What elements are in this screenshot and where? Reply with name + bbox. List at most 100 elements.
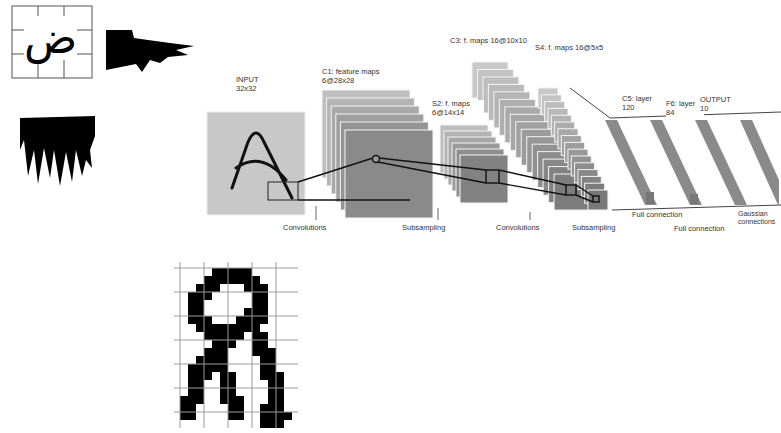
pixel xyxy=(196,308,204,316)
pixel xyxy=(276,396,284,404)
pixel xyxy=(276,404,284,412)
pixel xyxy=(236,396,244,404)
pixel xyxy=(188,412,196,420)
pixel xyxy=(260,348,268,356)
pixel xyxy=(236,404,244,412)
pixel xyxy=(220,276,228,284)
pixel xyxy=(236,268,244,276)
pixel xyxy=(276,372,284,380)
feature-map-stack xyxy=(322,90,433,218)
operation-label: Gaussian connections xyxy=(738,210,778,226)
pixel xyxy=(284,412,292,420)
operation-label: Full connection xyxy=(632,211,682,220)
pixel xyxy=(220,396,228,404)
layer-label: C1: feature maps 6@28x28 xyxy=(322,68,392,85)
operation-label: Convolutions xyxy=(283,224,326,233)
grid-line xyxy=(276,262,277,428)
pixel xyxy=(188,364,196,372)
pixel xyxy=(196,388,204,396)
pixel xyxy=(220,348,228,356)
pixel xyxy=(196,292,204,300)
pixel xyxy=(252,292,260,300)
pixel xyxy=(260,356,268,364)
stroke-blob xyxy=(20,116,95,186)
pixel xyxy=(244,316,252,324)
pixel xyxy=(212,348,220,356)
pixel xyxy=(252,276,260,284)
pixel xyxy=(188,300,196,308)
grid-line xyxy=(204,262,205,428)
pixel xyxy=(196,284,204,292)
pixel xyxy=(260,420,268,428)
pixel xyxy=(212,364,220,372)
input-plane xyxy=(207,112,305,215)
pixel xyxy=(260,340,268,348)
input-letter xyxy=(232,133,292,198)
pixel xyxy=(212,268,220,276)
grid-line xyxy=(174,268,298,269)
pixel xyxy=(260,292,268,300)
pixel xyxy=(260,372,268,380)
pixel xyxy=(188,292,196,300)
pixel xyxy=(244,308,252,316)
pixel xyxy=(228,372,236,380)
pixel xyxy=(268,396,276,404)
feature-map xyxy=(588,190,608,210)
pixel xyxy=(196,316,204,324)
pixel-character xyxy=(174,262,298,428)
grid-line xyxy=(174,364,298,365)
pixel xyxy=(196,324,204,332)
pixel xyxy=(252,332,260,340)
pixel xyxy=(204,356,212,364)
pixel xyxy=(204,324,212,332)
stroke-blob xyxy=(106,30,194,72)
pixel xyxy=(244,276,252,284)
grid-line xyxy=(174,412,298,413)
pixel xyxy=(228,324,236,332)
pixel xyxy=(204,284,212,292)
pixel xyxy=(228,276,236,284)
pixel xyxy=(276,412,284,420)
pixel xyxy=(196,380,204,388)
pixel xyxy=(188,388,196,396)
pixel xyxy=(212,324,220,332)
pixel xyxy=(212,276,220,284)
pixel xyxy=(212,332,220,340)
pixel xyxy=(188,372,196,380)
feature-map-stack xyxy=(472,62,590,210)
pixel xyxy=(268,380,276,388)
pixel xyxy=(180,412,188,420)
pixel xyxy=(268,420,276,428)
pixel xyxy=(228,388,236,396)
pixel xyxy=(204,332,212,340)
grid-line xyxy=(174,340,298,341)
feature-map xyxy=(345,130,433,218)
pixel xyxy=(204,348,212,356)
pixel xyxy=(228,380,236,388)
pixel xyxy=(220,324,228,332)
operation-label: Convolutions xyxy=(496,224,539,233)
pixel xyxy=(252,324,260,332)
pixel xyxy=(276,380,284,388)
grid-line xyxy=(180,262,181,428)
pixel xyxy=(220,340,228,348)
receptive-field xyxy=(268,182,298,200)
layer-label: F6: layer 84 xyxy=(666,100,704,117)
pixel xyxy=(188,308,196,316)
pixel xyxy=(236,316,244,324)
pixel xyxy=(180,404,188,412)
grid-line xyxy=(174,388,298,389)
connection-bands xyxy=(570,88,781,210)
pixel xyxy=(196,300,204,308)
pixel xyxy=(220,268,228,276)
operation-label: Full connection xyxy=(674,225,724,234)
pixel xyxy=(220,388,228,396)
pixel xyxy=(220,332,228,340)
pixel xyxy=(276,420,284,428)
pixel xyxy=(196,356,204,364)
pixel xyxy=(204,364,212,372)
pixel xyxy=(260,284,268,292)
pixel xyxy=(220,380,228,388)
pixel xyxy=(244,324,252,332)
pixel xyxy=(204,292,212,300)
